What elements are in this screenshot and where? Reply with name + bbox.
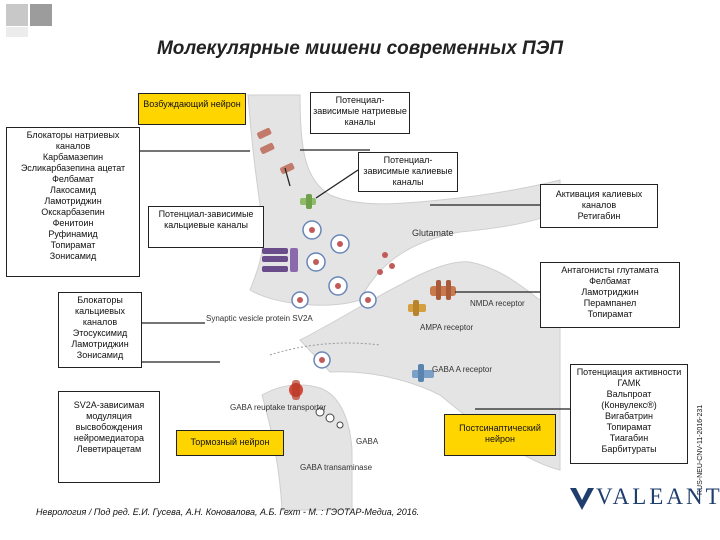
gaba-label: GABA <box>356 437 379 446</box>
ca-blockers-box: Блокаторы кальциевых каналов Этосуксимид… <box>58 292 142 368</box>
synaptic-vesicle <box>359 291 377 309</box>
gaba-a-receptor <box>412 364 434 382</box>
inhibitory-neuron-box: Тормозный нейрон <box>176 430 284 456</box>
na-channels-box: Потенциал-зависимые натриевые каналы <box>310 92 410 134</box>
glutamate-molecule <box>377 252 395 275</box>
drug-item: Карбамазепин <box>42 152 104 162</box>
k-channels-box: Потенциал-зависимые калиевые каналы <box>358 152 458 192</box>
drug-item: Руфинамид <box>48 229 98 239</box>
k-activation-box: Активация калиевых каналов Ретигабин <box>540 184 658 228</box>
connector-lines <box>140 149 570 410</box>
citation-footer: Неврология / Под ред. Е.И. Гусева, А.Н. … <box>36 507 420 517</box>
synaptic-vesicle <box>330 234 350 254</box>
glutamate-antagonists-header: Антагонисты глутамата <box>561 265 659 275</box>
postsynaptic-neuron-box: Постсинаптический нейрон <box>444 414 556 456</box>
calcium-channel <box>262 248 298 272</box>
ca-channels-box: Потенциал-зависимые кальциевые каналы <box>148 206 264 248</box>
valeant-logo-icon <box>570 488 594 510</box>
gaba-a-label: GABA A receptor <box>432 365 492 374</box>
decor-square <box>30 4 52 26</box>
na-channels-label: Потенциал-зависимые натриевые каналы <box>313 95 407 127</box>
synaptic-vesicle <box>302 220 322 240</box>
potassium-channel <box>300 194 316 209</box>
drug-item: Вигабатрин <box>604 411 653 421</box>
synaptic-vesicle <box>328 276 348 296</box>
page-title: Молекулярные мишени современных ПЭП <box>156 38 564 59</box>
drug-item: Тиагабин <box>609 433 649 443</box>
ampa-receptor <box>408 300 426 316</box>
drug-item: (Конвулекс®) <box>601 400 657 410</box>
drug-item: Ламотриджин <box>71 339 129 349</box>
gaba-reuptake-transporter <box>289 380 303 400</box>
glutamate-label: Glutamate <box>412 228 454 238</box>
drug-item: Топирамат <box>606 422 652 432</box>
drug-item: Вальпроат <box>606 389 652 399</box>
drug-item: Лакосамид <box>50 185 96 195</box>
drug-item: Топирамат <box>587 309 633 319</box>
nmda-receptor <box>430 280 456 300</box>
sv2a-label: Synaptic vesicle protein SV2A <box>206 314 313 323</box>
drug-item: Ламотриджин <box>581 287 639 297</box>
drug-item: Ретигабин <box>577 211 621 221</box>
gaba-potentiation-box: Потенциация активности ГАМК Вальпроат (К… <box>570 364 688 464</box>
drug-item: Зонисамид <box>76 350 124 360</box>
decor-square <box>6 27 28 37</box>
gaba-reuptake-label: GABA reuptake transporter <box>230 403 326 412</box>
drug-item: Фелбамат <box>52 174 94 184</box>
drug-item: Этосуксимид <box>72 328 128 338</box>
drug-item: Перампанел <box>583 298 637 308</box>
k-activation-header: Активация калиевых каналов <box>555 189 643 210</box>
ampa-label: AMPA receptor <box>420 323 474 332</box>
sv2a-box: SV2A-зависимая модуляция высвобождения н… <box>58 391 160 483</box>
postsynaptic-neuron-label: Постсинаптический нейрон <box>459 423 541 444</box>
na-blockers-box: Блокаторы натриевых каналов Карбамазепин… <box>6 127 140 277</box>
drug-item: Леветирацетам <box>76 444 142 454</box>
gaba-transaminase-label: GABA transaminase <box>300 463 373 472</box>
drug-item: Зонисамид <box>49 251 97 261</box>
inhibitory-neuron-label: Тормозный нейрон <box>190 437 270 447</box>
drug-item: Ламотриджин <box>44 196 102 206</box>
nmda-label: NMDA receptor <box>470 299 525 308</box>
synaptic-vesicle <box>306 252 326 272</box>
gaba-potentiation-header: Потенциация активности ГАМК <box>576 367 682 388</box>
na-blockers-header: Блокаторы натриевых каналов <box>26 130 120 151</box>
sodium-channel <box>280 162 295 174</box>
gaba-molecule <box>315 407 344 429</box>
synaptic-vesicle <box>291 291 309 309</box>
drug-item: Барбитураты <box>601 444 657 454</box>
synaptic-cleft-line <box>269 342 381 356</box>
sv2a-header: SV2A-зависимая модуляция высвобождения н… <box>73 400 145 443</box>
decor-square <box>6 4 28 26</box>
synaptic-vesicle <box>313 351 331 369</box>
ca-blockers-header: Блокаторы кальциевых каналов <box>74 295 126 327</box>
drug-item: Фелбамат <box>589 276 631 286</box>
drug-item: Эсликарбазепина ацетат <box>20 163 126 173</box>
drug-item: Фенитоин <box>52 218 94 228</box>
glutamate-antagonists-box: Антагонисты глутамата Фелбамат Ламотридж… <box>540 262 680 328</box>
drug-item: Окскарбазепин <box>41 207 105 217</box>
sodium-channel <box>257 127 275 154</box>
excitatory-neuron-label: Возбуждающий нейрон <box>143 99 241 109</box>
ca-channels-label: Потенциал-зависимые кальциевые каналы <box>158 209 254 230</box>
valeant-logo-text: VALEANT <box>596 484 720 509</box>
drug-item: Топирамат <box>50 240 96 250</box>
k-channels-label: Потенциал-зависимые калиевые каналы <box>363 155 453 187</box>
excitatory-neuron-box: Возбуждающий нейрон <box>138 93 246 125</box>
